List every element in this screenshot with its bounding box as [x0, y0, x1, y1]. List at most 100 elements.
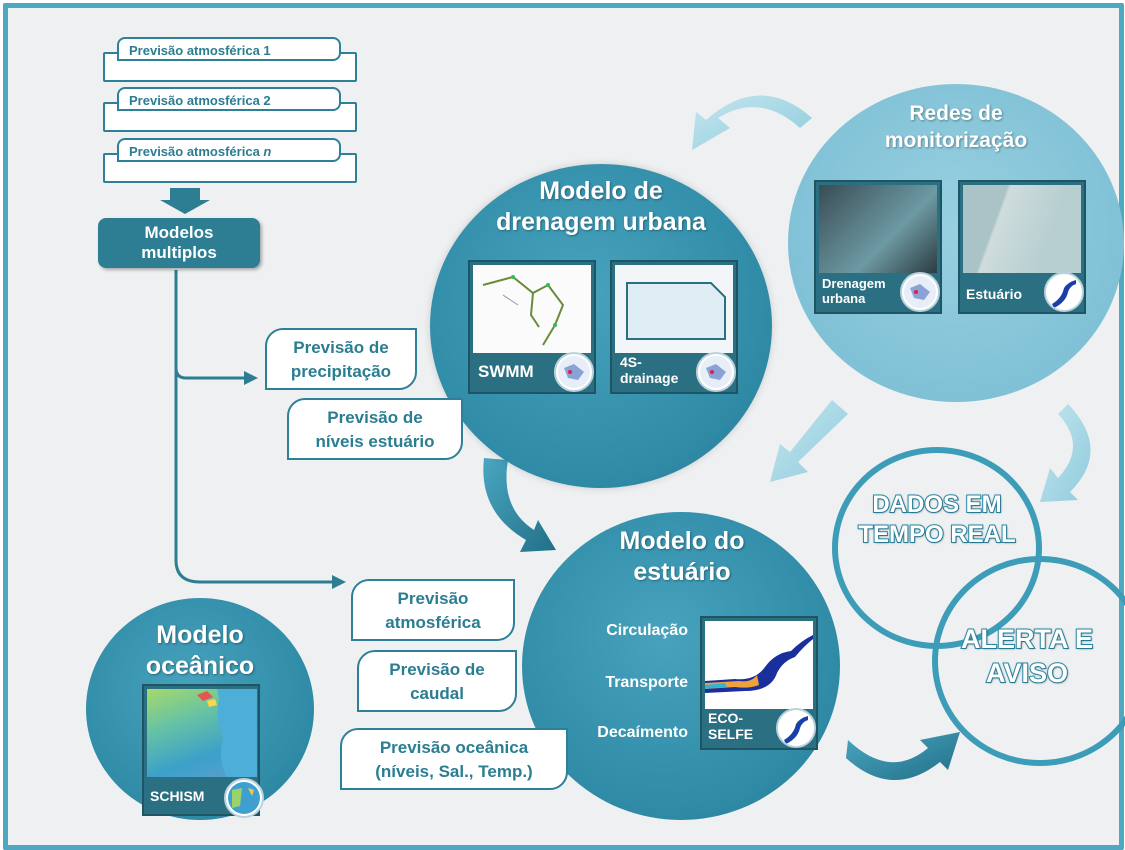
callout-precipitation: Previsão de precipitação [265, 328, 417, 390]
ocean-badge-icon [224, 778, 264, 818]
callout-precipitation-line1: Previsão de [293, 338, 389, 357]
monitoring-estuary-card: Estuário [958, 180, 1086, 314]
ocean-title-line1: Modelo [156, 621, 244, 649]
mini-map-glyph [558, 356, 590, 388]
callout-estuary-levels-line2: níveis estuário [315, 432, 435, 451]
alert-line2: AVISO [985, 657, 1069, 689]
forecast-item-n: Previsão atmosférica n [103, 138, 359, 184]
multi-models-line1: Modelos [144, 223, 214, 242]
swmm-card: SWMM [468, 260, 596, 394]
urban-drainage-circle: Modelo de drenagem urbana SWMM [430, 164, 772, 488]
monitoring-drainage-label-line1: Drenagem [822, 276, 886, 291]
eco-selfe-card: ECO- SELFE [700, 616, 818, 750]
monitoring-estuary-label: Estuário [966, 286, 1023, 302]
arrow-drainage-to-estuary [483, 458, 556, 552]
callout-precipitation-line2: precipitação [290, 362, 392, 381]
callout-estuary-levels-line1: Previsão de [327, 408, 423, 427]
arrow-monitoring-to-estuary [770, 400, 848, 482]
eco-selfe-label-line2: SELFE [708, 726, 754, 742]
realtime-data-line1: DADOS EM [871, 490, 1002, 519]
arrow-monitoring-to-realtime [1040, 404, 1091, 502]
schism-label: SCHISM [150, 788, 205, 804]
ocean-title-line2: oceânico [145, 652, 255, 680]
realtime-data-line2: TEMPO REAL [857, 520, 1016, 549]
ocean-circle: Modelo oceânico SCHISM [86, 598, 314, 820]
callout-atmospheric: Previsão atmosférica [351, 579, 515, 641]
forecast-item-n-suffix: n [263, 144, 272, 159]
4s-drainage-label: 4S- drainage [620, 354, 678, 386]
multi-models-line2: multiplos [141, 243, 217, 262]
ocean-model-graphic [197, 689, 257, 777]
forecast-item-n-prefix: Previsão atmosférica [129, 144, 260, 159]
forecast-item-label: Previsão atmosférica n [117, 138, 341, 162]
eco-selfe-label-line1: ECO- [708, 710, 743, 726]
estuary-model-image [705, 621, 813, 709]
connector-precipitation [174, 270, 248, 380]
monitoring-circle: Redes de monitorização Drenagem urbana E… [788, 84, 1124, 402]
swmm-label: SWMM [478, 362, 534, 381]
process-decay: Decaímento [597, 724, 688, 741]
urban-drainage-title-line2: drenagem urbana [496, 208, 706, 236]
callout-ocean-line2: (níveis, Sal., Temp.) [375, 762, 533, 781]
estuary-glyph [784, 716, 808, 744]
schism-card: SCHISM [142, 684, 264, 818]
estuary-badge-icon [776, 708, 816, 748]
monitoring-title: Redes de monitorização [788, 100, 1124, 154]
forecast-item-2: Previsão atmosférica 2 [103, 87, 359, 133]
callout-estuary-levels: Previsão de níveis estuário [287, 398, 463, 460]
forecast-item-1: Previsão atmosférica 1 [103, 37, 359, 83]
estuary-title-line2: estuário [633, 558, 731, 586]
4s-drainage-image [615, 265, 733, 353]
monitoring-drainage-label-line2: urbana [822, 291, 866, 306]
estuary-glyph [1052, 280, 1076, 308]
monitoring-title-line1: Redes de [909, 102, 1003, 125]
arrow-monitoring-to-drainage [692, 95, 812, 150]
urban-drainage-title-line1: Modelo de [539, 177, 663, 205]
connector-atmospheric [174, 370, 335, 584]
alert-ring [932, 556, 1125, 766]
callout-flow-line1: Previsão de [389, 660, 485, 679]
urban-drainage-title: Modelo de drenagem urbana [430, 176, 772, 238]
process-transport: Transporte [605, 674, 688, 691]
4s-drainage-label-line1: 4S- [620, 354, 642, 370]
estuary-model-graphic [705, 635, 813, 693]
sewer-photo [819, 185, 937, 273]
callout-atmospheric-line2: atmosférica [385, 613, 481, 632]
callout-flow-line2: caudal [410, 684, 464, 703]
eco-selfe-label: ECO- SELFE [708, 710, 753, 742]
callout-ocean: Previsão oceânica (níveis, Sal., Temp.) [340, 728, 568, 790]
arrow-estuary-to-alert [846, 732, 960, 781]
estuary-circle: Modelo do estuário Circulação Transporte… [522, 512, 840, 820]
estuary-title-line1: Modelo do [619, 527, 745, 555]
callout-flow: Previsão de caudal [357, 650, 517, 712]
monitoring-drainage-card: Drenagem urbana [814, 180, 942, 314]
estuary-photo [963, 185, 1081, 273]
ocean-title: Modelo oceânico [86, 620, 314, 682]
forecast-item-label: Previsão atmosférica 1 [117, 37, 341, 61]
alert-line1: ALERTA E [960, 623, 1094, 655]
callout-ocean-line1: Previsão oceânica [379, 738, 529, 757]
monitoring-title-line2: monitorização [884, 129, 1028, 152]
4s-drainage-label-line2: drainage [620, 370, 679, 386]
realtime-data-text: DADOS EM TEMPO REAL [832, 490, 1042, 550]
multi-models-box: Modelos multiplos [98, 218, 260, 268]
swmm-map-image [473, 265, 591, 353]
drainage-badge-icon [554, 352, 594, 392]
4s-drainage-card: 4S- drainage [610, 260, 738, 394]
drainage-badge-icon [696, 352, 736, 392]
alert-text: ALERTA E AVISO [932, 622, 1122, 690]
monitoring-drainage-label: Drenagem urbana [822, 276, 886, 306]
4s-drainage-screen [626, 282, 726, 340]
ocean-model-image [147, 689, 257, 777]
mini-map-glyph [700, 356, 732, 388]
estuary-title: Modelo do estuário [562, 526, 802, 588]
swmm-network-graphic [482, 275, 565, 346]
callout-atmospheric-line1: Previsão [397, 589, 469, 608]
ocean-glyph [228, 782, 260, 814]
forecast-item-label: Previsão atmosférica 2 [117, 87, 341, 111]
process-circulation: Circulação [606, 622, 688, 639]
estuary-badge-icon [1044, 272, 1084, 312]
down-arrow-to-models [160, 188, 210, 214]
